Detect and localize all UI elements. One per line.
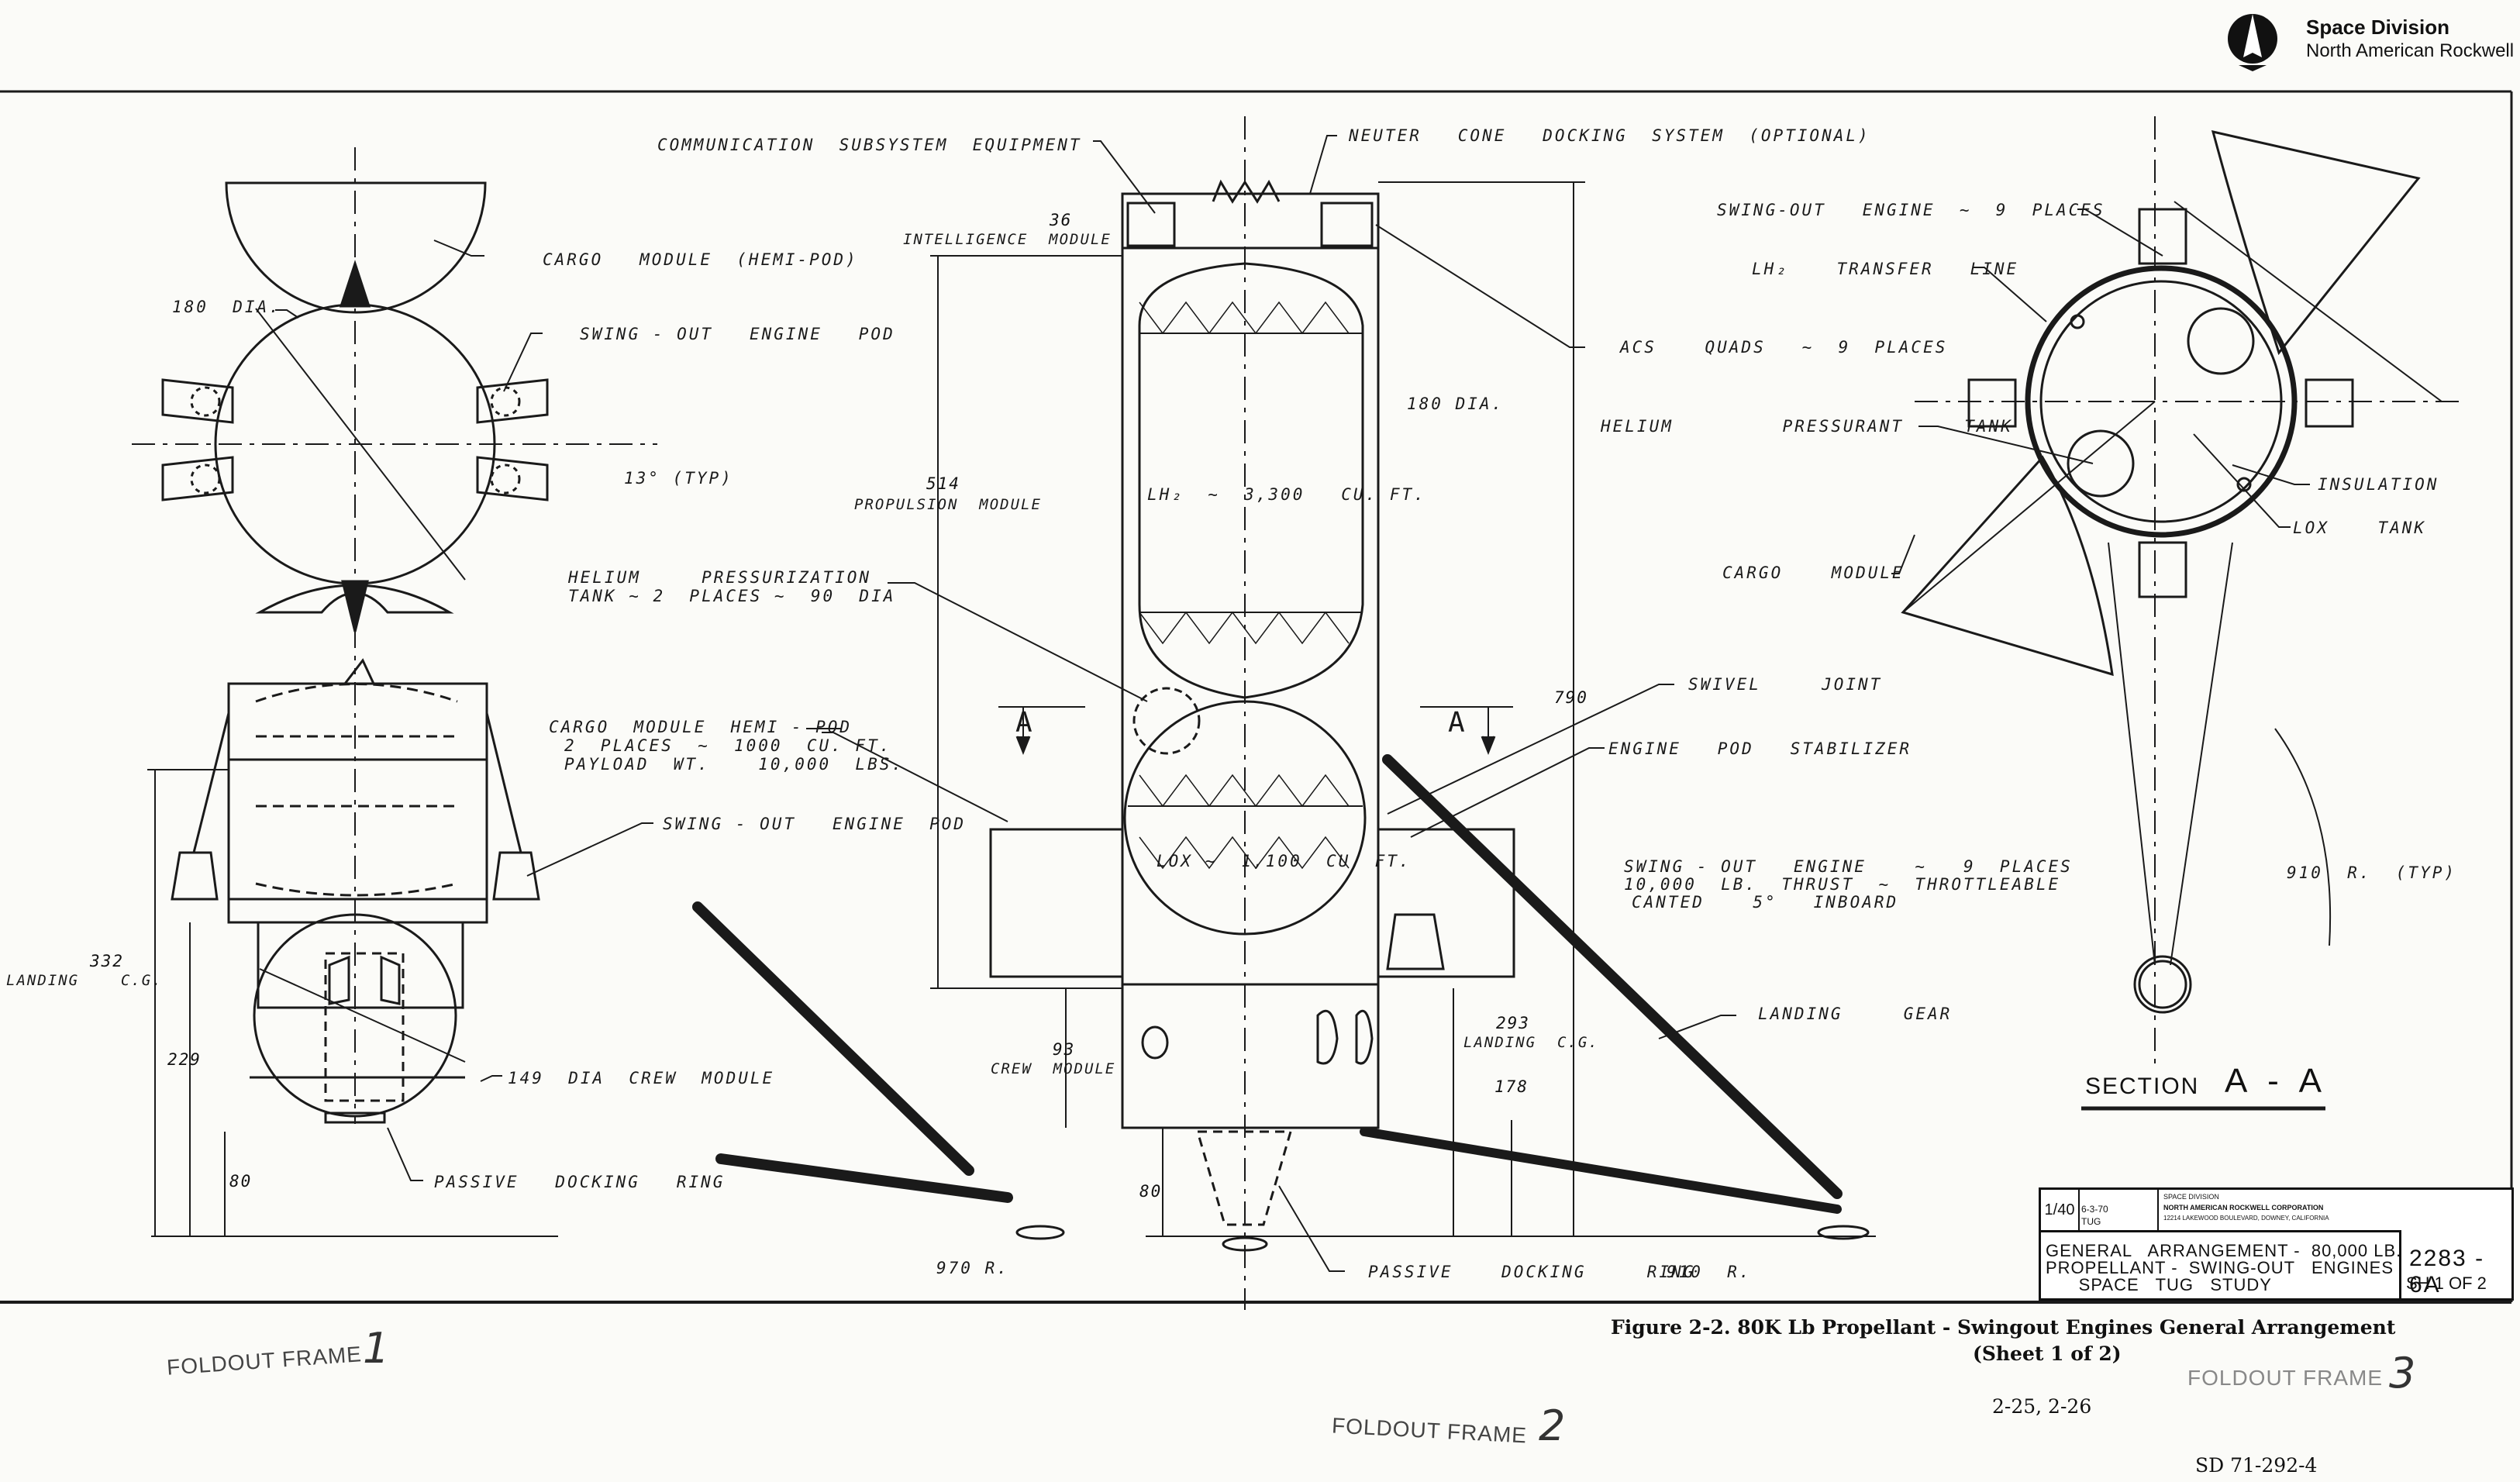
label-crew-module-149: 149 DIA CREW MODULE	[508, 1069, 775, 1087]
tb-scale: 1/40	[2041, 1190, 2080, 1230]
dim-93: 93	[1053, 1040, 1076, 1059]
dim-36: 36	[1050, 211, 1073, 229]
label-cargo-hemi: CARGO MODULE (HEMI-POD)	[543, 250, 858, 269]
label-swing-engine-thrust-3: CANTED 5° INBOARD	[1632, 893, 1899, 912]
tb-title-line-1: GENERAL ARRANGEMENT - 80,000 LB.	[2046, 1241, 2402, 1260]
label-comm-equipment: COMMUNICATION SUBSYSTEM EQUIPMENT	[657, 136, 1082, 154]
dim-229: 229	[167, 1050, 202, 1069]
section-title: SECTION	[2085, 1074, 2200, 1099]
label-helium-tank-1: HELIUM PRESSURIZATION	[568, 568, 872, 587]
logo	[2223, 11, 2518, 73]
rocket-logo-icon	[2228, 14, 2277, 71]
tb-org-1: SPACE DIVISION	[2163, 1193, 2219, 1201]
label-intelligence: INTELLIGENCE MODULE	[903, 231, 1112, 248]
label-passive-ring-left: PASSIVE DOCKING RING	[434, 1173, 726, 1191]
tb-drawing-number: 2283 - 6A	[2409, 1246, 2485, 1298]
label-970-r: 970 R.	[936, 1259, 1009, 1277]
section-a-a-view	[1901, 116, 2461, 1111]
label-lox: LOX ~ 1,100 CU. FT.	[1157, 852, 1412, 870]
section-marker-a-left: A	[1015, 707, 1035, 739]
label-cargo-hemi-pod-1: CARGO MODULE HEMI - POD	[549, 718, 853, 736]
label-swing-pod-mid: SWING - OUT ENGINE POD	[663, 815, 967, 833]
label-13-typ: 13° (TYP)	[624, 469, 733, 488]
label-swivel-joint: SWIVEL JOINT	[1688, 675, 1883, 694]
label-landing-cg-center: LANDING C.G.	[1463, 1034, 1599, 1051]
foldout-frame-3: FOLDOUT FRAME	[2187, 1366, 2384, 1390]
tb-title-line-3: SPACE TUG STUDY	[2046, 1275, 2272, 1294]
figure-caption: Figure 2-2. 80K Lb Propellant - Swingout…	[1611, 1316, 2396, 1339]
dim-178: 178	[1494, 1077, 1529, 1096]
title-block: 1/40 6-3-70 TUG SPACE DIVISION NORTH AME…	[2039, 1187, 2514, 1301]
company-subtitle: North American Rockwell	[2306, 40, 2515, 61]
label-landing-gear: LANDING GEAR	[1758, 1005, 1953, 1023]
tb-org-3: 12214 LAKEWOOD BOULEVARD, DOWNEY, CALIFO…	[2163, 1215, 2329, 1222]
label-180-dia-center: 180 DIA.	[1407, 395, 1505, 413]
leader-lines	[275, 135, 2310, 1272]
tb-drawing-number-box: 2283 - 6A SH 1 OF 2	[2399, 1230, 2514, 1298]
label-swing-engine-thrust-1: SWING - OUT ENGINE ~ 9 PLACES	[1624, 857, 2073, 876]
label-lh2: LH₂ ~ 3,300 CU. FT.	[1147, 485, 1426, 504]
section-title-letters: A - A	[2225, 1062, 2328, 1100]
label-insulation: INSULATION	[2318, 475, 2439, 494]
tb-model: TUG	[2081, 1216, 2101, 1227]
label-acs-quads: ACS QUADS ~ 9 PLACES	[1620, 338, 1948, 357]
dim-514: 514	[926, 474, 960, 493]
page-number: 2-25, 2-26	[1992, 1395, 2092, 1418]
label-helium-tank-2: TANK ~ 2 PLACES ~ 90 DIA	[568, 587, 896, 605]
tb-title-line-2: PROPELLANT - SWING-OUT ENGINES	[2046, 1258, 2394, 1277]
center-view	[930, 116, 1876, 1310]
tb-title: GENERAL ARRANGEMENT - 80,000 LB. PROPELL…	[2046, 1241, 2402, 1294]
section-marker-a-right: A	[1448, 707, 1467, 739]
label-cargo-hemi-pod-3: PAYLOAD WT. 10,000 LBS.	[564, 755, 905, 774]
label-cargo-hemi-pod-2: 2 PLACES ~ 1000 CU. FT.	[564, 736, 892, 755]
label-crew-module-93: CREW MODULE	[991, 1060, 1116, 1077]
label-cargo-module-section: CARGO MODULE	[1722, 564, 1905, 582]
company-name: Space Division	[2306, 16, 2449, 39]
tb-divider	[2157, 1190, 2159, 1230]
dim-332: 332	[90, 952, 124, 970]
label-swing-engine-9: SWING-OUT ENGINE ~ 9 PLACES	[1717, 201, 2105, 219]
tb-org-2: NORTH AMERICAN ROCKWELL CORPORATION	[2163, 1204, 2324, 1211]
foldout-frame-3-number: 3	[2389, 1349, 2416, 1398]
label-swing-pod-top: SWING - OUT ENGINE POD	[580, 325, 895, 343]
title-block-header: 1/40 6-3-70 TUG SPACE DIVISION NORTH AME…	[2041, 1190, 2399, 1232]
foldout-frame-1-number: 1	[363, 1324, 390, 1373]
dim-293: 293	[1496, 1014, 1530, 1032]
label-910-r-center: 910 R.	[1667, 1263, 1752, 1281]
label-180-dia-left: 180 DIA.	[172, 298, 281, 316]
left-side-view	[147, 658, 1065, 1240]
tb-date: 6-3-70	[2081, 1204, 2108, 1215]
label-910-r-typ: 910 R. (TYP)	[2287, 863, 2457, 882]
dim-80-left: 80	[229, 1172, 253, 1191]
foldout-frame-2-number: 2	[1539, 1401, 1566, 1450]
label-neuter-cone: NEUTER CONE DOCKING SYSTEM (OPTIONAL)	[1349, 126, 1870, 145]
figure-caption-sheet: (Sheet 1 of 2)	[1973, 1342, 2122, 1365]
tb-sheet-number: SH 1 OF 2	[2406, 1273, 2487, 1293]
document-number: SD 71-292-4	[2195, 1454, 2318, 1477]
label-helium-pressurant: HELIUM PRESSURANT TANK	[1601, 417, 2013, 436]
label-landing-cg-left: LANDING C.G.	[6, 972, 163, 989]
dim-790: 790	[1554, 688, 1588, 707]
label-swing-engine-thrust-2: 10,000 LB. THRUST ~ THROTTLEABLE	[1624, 875, 2061, 894]
label-lh2-transfer: LH₂ TRANSFER LINE	[1752, 260, 2019, 278]
dim-80-center: 80	[1139, 1182, 1163, 1201]
label-passive-ring-center: PASSIVE DOCKING RING	[1368, 1263, 1696, 1281]
label-pod-stabilizer: ENGINE POD STABILIZER	[1608, 739, 1912, 758]
label-propulsion: PROPULSION MODULE	[854, 496, 1042, 513]
label-lox-tank: LOX TANK	[2293, 519, 2427, 537]
